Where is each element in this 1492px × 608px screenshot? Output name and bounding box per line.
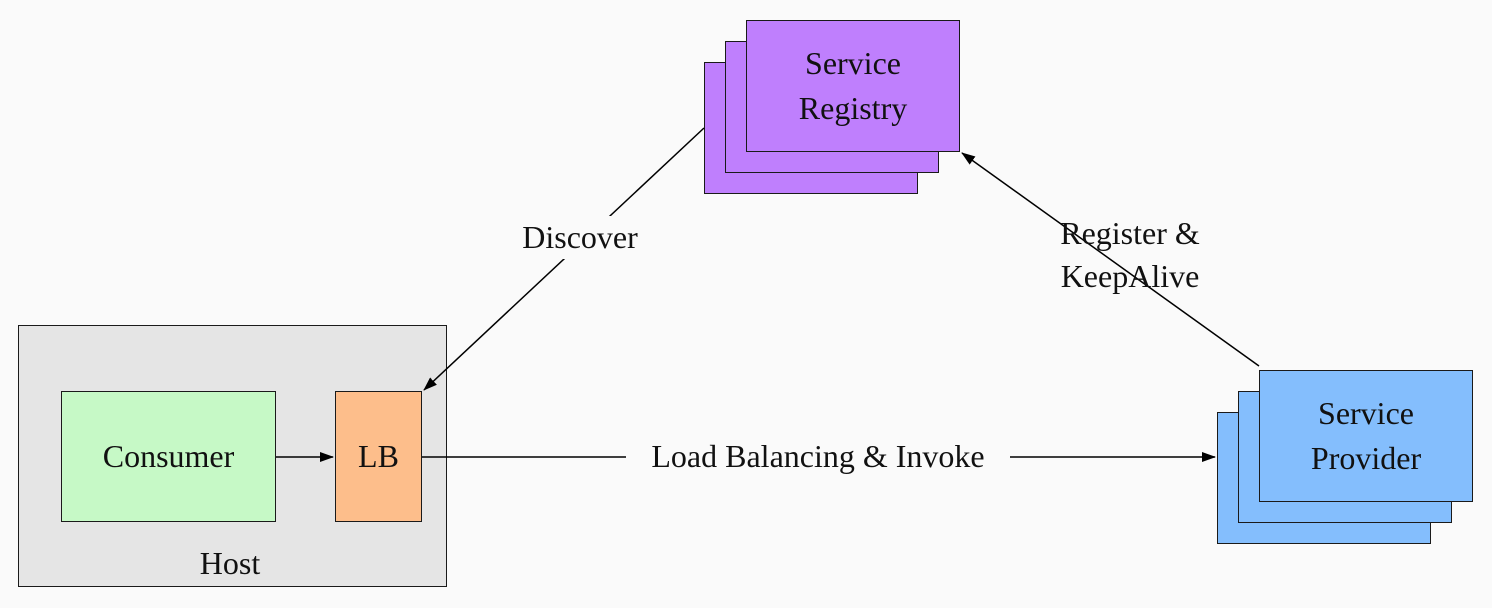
register-label-line2: KeepAlive [1060,258,1200,295]
provider-label-line2: Provider [1310,440,1422,476]
discover-label: Discover [505,216,655,260]
provider-label: Service Provider [1260,371,1472,501]
registry-label-line2: Registry [798,90,908,126]
lb-node: LB [335,391,422,522]
lb-label: LB [358,438,399,475]
host-label: Host [199,545,261,581]
consumer-label: Consumer [102,438,235,475]
registry-label: Service Registry [747,21,959,151]
provider-node: Service Provider [1259,370,1473,502]
registry-label-line1: Service [805,45,901,82]
edge-register [961,152,1260,367]
provider-label-line1: Service [1318,395,1414,432]
register-label: Register & KeepAlive [1040,212,1220,298]
invoke-label: Load Balancing & Invoke [626,435,1010,479]
registry-node: Service Registry [746,20,960,152]
consumer-node: Consumer [61,391,276,522]
register-label-line1: Register & [1060,215,1200,251]
